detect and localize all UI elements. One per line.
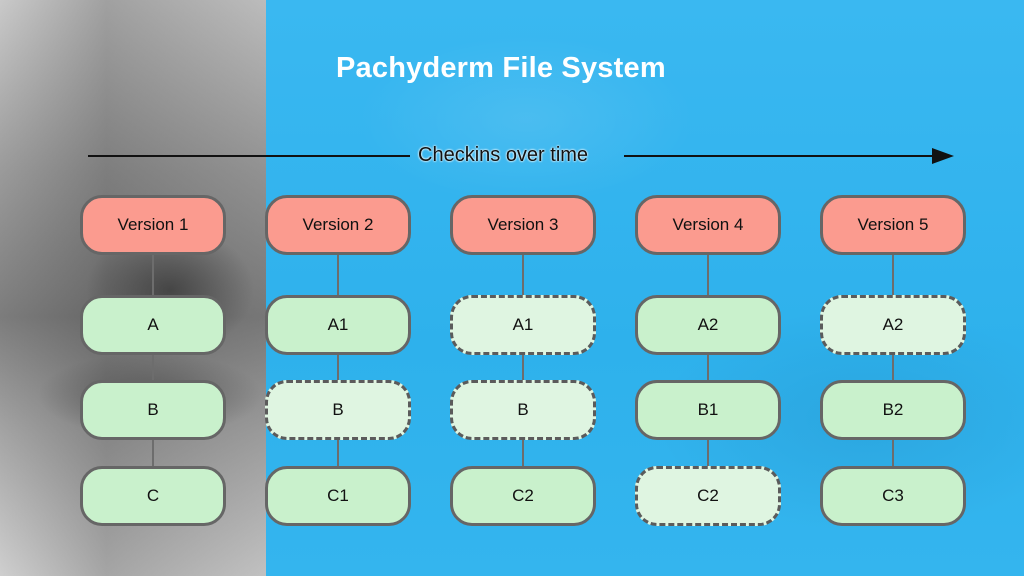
connector-line <box>522 255 524 487</box>
version-column: Version 5 A2 B2 C3 <box>820 195 966 530</box>
version-column: Version 4 A2 B1 C2 <box>635 195 781 530</box>
timeline-line-left <box>88 155 410 157</box>
file-reference-node: A2 <box>820 295 966 355</box>
connector-line <box>707 255 709 487</box>
file-node: A1 <box>265 295 411 355</box>
file-node: B1 <box>635 380 781 440</box>
file-reference-node: A1 <box>450 295 596 355</box>
timeline-line-right <box>624 155 934 157</box>
file-node: C2 <box>450 466 596 526</box>
version-node: Version 1 <box>80 195 226 255</box>
connector-line <box>152 255 154 487</box>
file-node: C <box>80 466 226 526</box>
version-node: Version 3 <box>450 195 596 255</box>
arrowhead-icon <box>932 148 954 164</box>
connector-line <box>892 255 894 487</box>
timeline-label: Checkins over time <box>418 144 589 166</box>
version-column: Version 1 A B C <box>80 195 226 530</box>
file-node: A2 <box>635 295 781 355</box>
file-node: C3 <box>820 466 966 526</box>
slide-title: Pachyderm File System <box>336 52 666 84</box>
file-node: A <box>80 295 226 355</box>
version-column: Version 3 A1 B C2 <box>450 195 596 530</box>
file-node: B2 <box>820 380 966 440</box>
version-column: Version 2 A1 B C1 <box>265 195 411 530</box>
file-reference-node: C2 <box>635 466 781 526</box>
version-node: Version 2 <box>265 195 411 255</box>
connector-line <box>337 255 339 487</box>
version-node: Version 4 <box>635 195 781 255</box>
file-node: B <box>80 380 226 440</box>
file-reference-node: B <box>450 380 596 440</box>
file-reference-node: B <box>265 380 411 440</box>
file-node: C1 <box>265 466 411 526</box>
version-node: Version 5 <box>820 195 966 255</box>
